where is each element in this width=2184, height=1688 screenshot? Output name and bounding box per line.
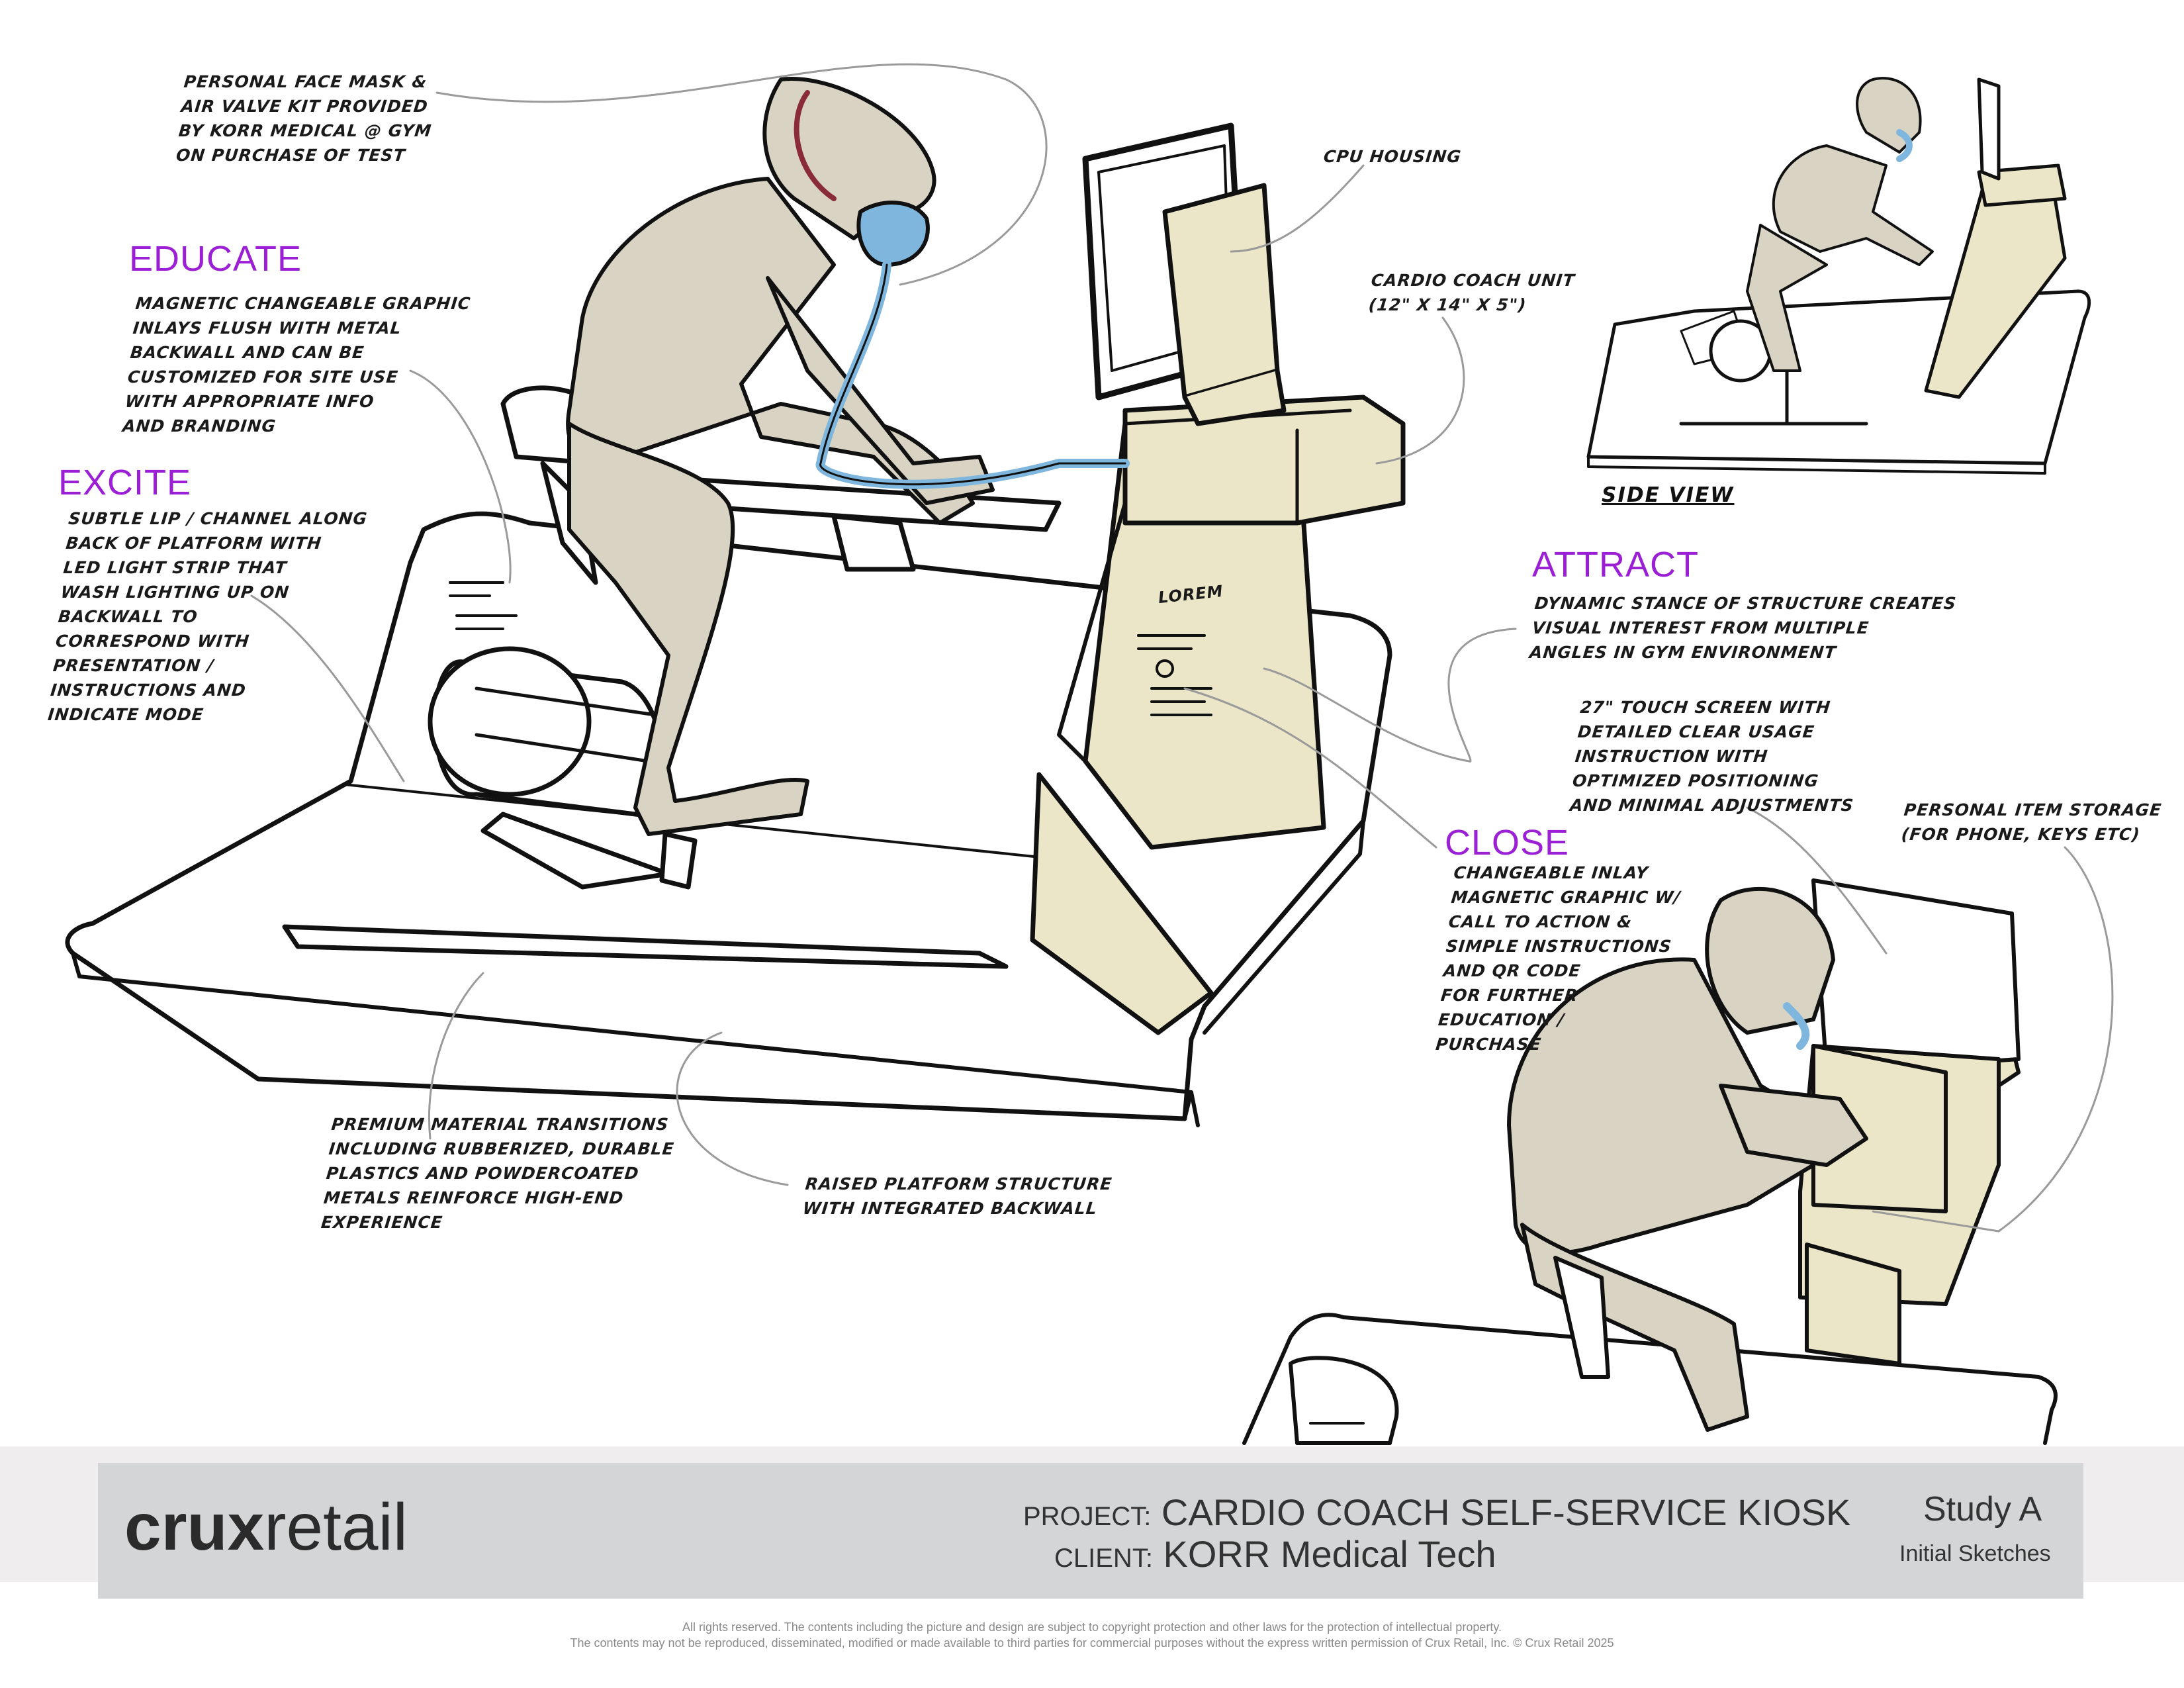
note-face-mask: Personal face mask & air valve kit provi… (175, 72, 433, 165)
heading-attract: ATTRACT (1532, 545, 1699, 585)
project-line: PROJECT: CARDIO COACH SELF-SERVICE KIOSK (1023, 1491, 1850, 1534)
note-excite: Subtle lip / channel along back of platf… (46, 509, 369, 724)
client-value: KORR Medical Tech (1163, 1533, 1496, 1575)
client-label: CLIENT: (1054, 1544, 1153, 1573)
note-premium-materials: Premium material transitions including r… (320, 1115, 676, 1232)
study-label: Study A (1923, 1490, 2042, 1528)
heading-excite: EXCITE (58, 463, 192, 502)
phase-label: Initial Sketches (1899, 1541, 2051, 1566)
crux-retail-logo: cruxretail (124, 1490, 408, 1564)
cpu-housing (1162, 183, 1280, 400)
legal-line-2: The contents may not be reproduced, diss… (570, 1636, 1614, 1650)
bike-base (282, 924, 1009, 969)
side-view-rider (1746, 77, 1934, 372)
close-view-rider (1507, 886, 1868, 1432)
graphic-inlay-marks (449, 581, 1212, 716)
face-mask-icon (856, 201, 930, 267)
note-item-storage: Personal item storage (for phone, keys e… (1900, 800, 2163, 844)
kiosk-sketch-illustration (65, 63, 2114, 1445)
note-cardio-coach-unit: Cardio coach unit (12" x 14" x 5") (1367, 271, 1576, 314)
note-educate: Magnetic changeable graphic inlays flush… (121, 294, 472, 436)
note-close: Changeable inlay magnetic graphic w/ cal… (1434, 863, 1682, 1054)
side-view-label: SIDE VIEW (1602, 483, 1735, 507)
heading-educate: EDUCATE (129, 239, 302, 279)
console-support (1030, 772, 1214, 1035)
project-value: CARDIO COACH SELF-SERVICE KIOSK (1161, 1491, 1851, 1533)
note-touch-screen: 27" touch screen with detailed clear usa… (1569, 698, 1855, 815)
note-attract: Dynamic stance of structure creates visu… (1528, 594, 1958, 662)
title-block: cruxretail PROJECT: CARDIO COACH SELF-SE… (98, 1463, 2083, 1599)
annotation-leaders (250, 63, 2114, 1233)
close-view-sketch (1242, 878, 2058, 1445)
note-raised-platform: Raised platform structure with integrate… (801, 1174, 1113, 1218)
note-cpu-housing: CPU housing (1322, 147, 1463, 166)
legal-line-1: All rights reserved. The contents includ… (682, 1620, 1502, 1634)
rider-figure (566, 77, 995, 836)
project-label: PROJECT: (1023, 1502, 1152, 1531)
main-view-sketch (65, 77, 1406, 1127)
cardio-coach-unit (1122, 395, 1406, 526)
client-line: CLIENT: KORR Medical Tech (1054, 1532, 1496, 1575)
side-view-sketch (1586, 77, 2091, 475)
heading-close: CLOSE (1445, 823, 1570, 863)
